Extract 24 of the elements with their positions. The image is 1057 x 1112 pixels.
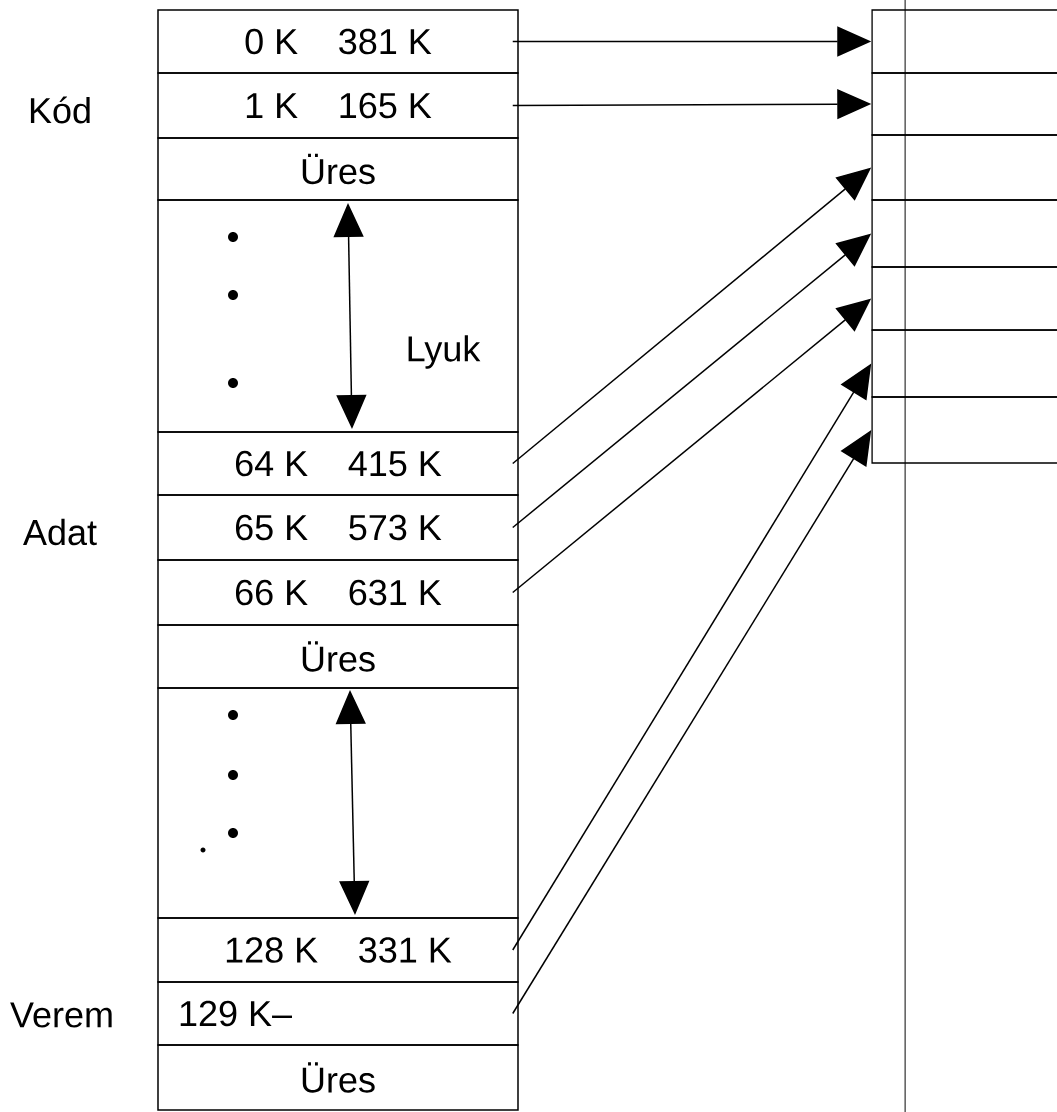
- table-cell: [871, 199, 1057, 268]
- memory-cell: 64 K 415 K: [157, 431, 519, 496]
- table-cell: [871, 134, 1057, 201]
- segment-label: Adat: [23, 518, 97, 546]
- table-cell: [871, 396, 1057, 464]
- memory-cell: 65 K 573 K: [157, 494, 519, 561]
- memory-cell: 0 K 381 K: [157, 9, 519, 74]
- table-cell: [157, 687, 519, 919]
- segment-label: Verem: [10, 1002, 112, 1028]
- segment-label: Kód: [30, 96, 90, 124]
- memory-cell: Üres: [157, 624, 519, 689]
- table-cell: [871, 329, 1057, 398]
- arrow: [512, 430, 872, 1015]
- memory-cell: Üres: [157, 1044, 519, 1111]
- table-cell: [871, 266, 1057, 331]
- memory-cell: 128 K 331 K: [157, 917, 519, 983]
- memory-cell: Üres: [157, 137, 519, 201]
- memory-cell: 129 K–: [157, 981, 519, 1046]
- memory-cell: 1 K 165 K: [157, 72, 519, 139]
- memory-cell: 66 K 631 K: [157, 559, 519, 626]
- table-cell: [871, 72, 1057, 136]
- region-label: Lyuk: [408, 335, 481, 369]
- memory-region: [157, 199, 519, 433]
- table-cell: [871, 9, 1057, 74]
